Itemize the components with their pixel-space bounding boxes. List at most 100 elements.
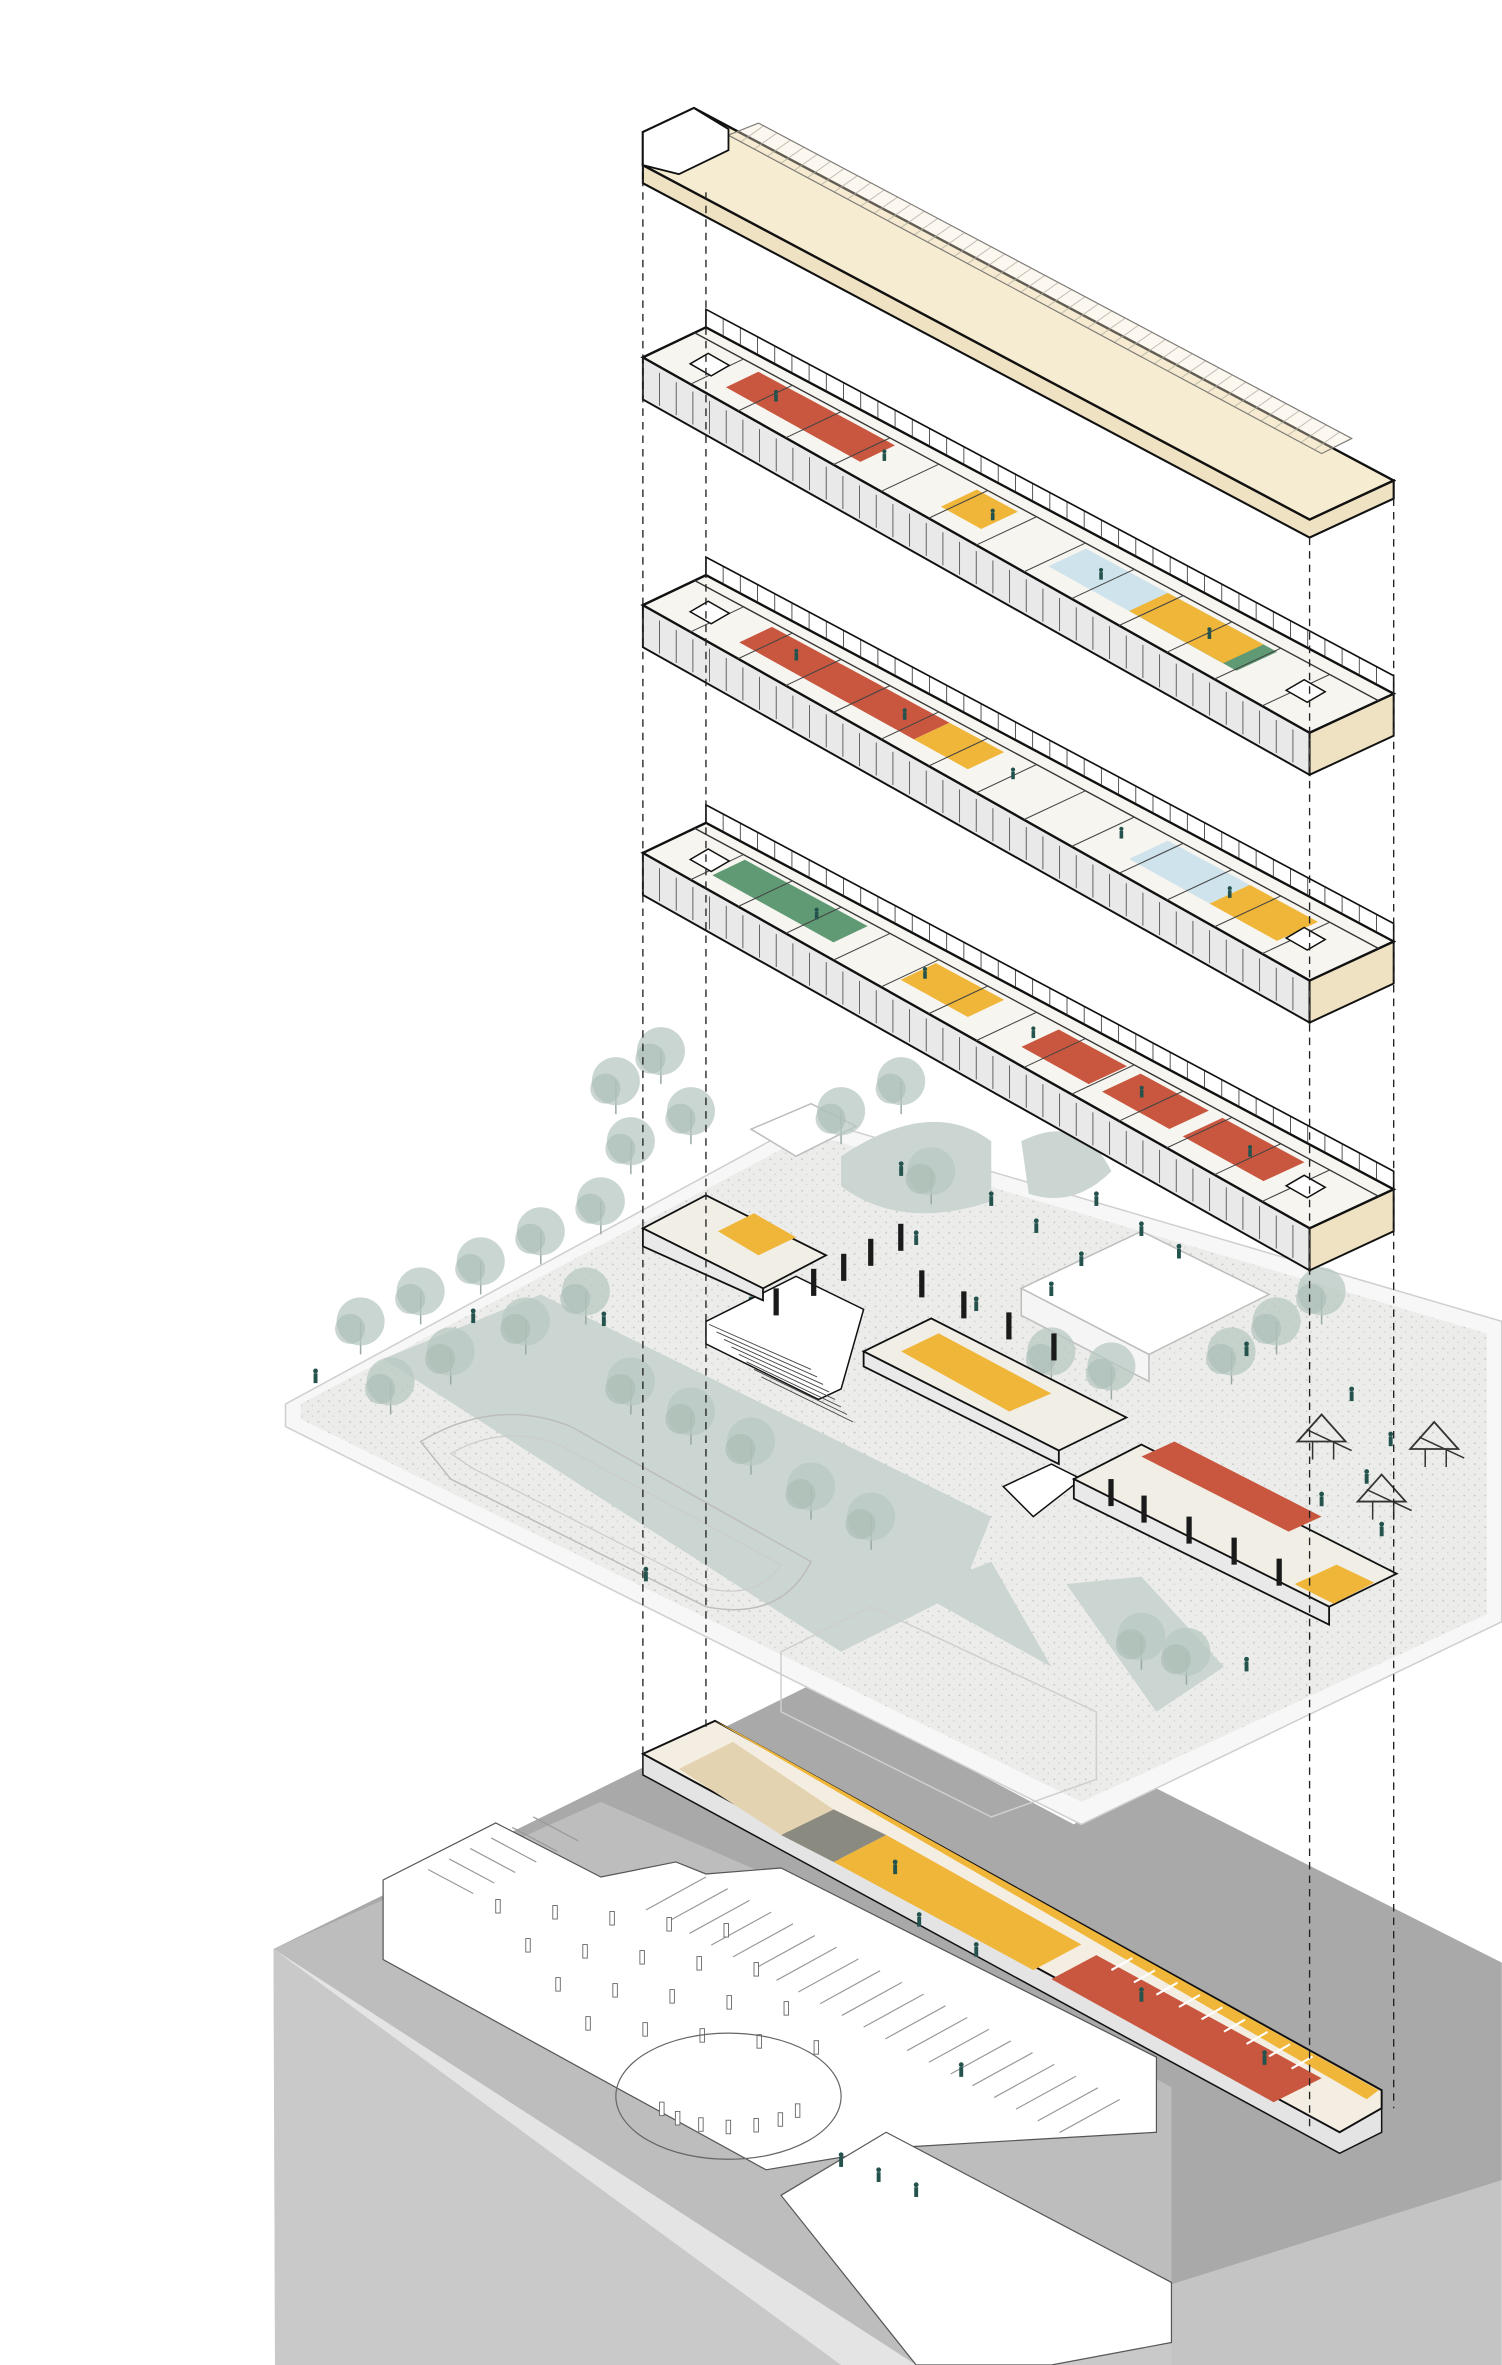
floor-2-room-5: [1209, 884, 1318, 941]
parking-bay-line: [972, 2052, 1033, 2087]
parking-column: [725, 2119, 732, 2135]
parking-column: [525, 1938, 531, 1953]
floor-2-corridor-wall: [694, 579, 1379, 950]
person-icon: [1244, 1656, 1249, 1672]
basement-layer: [273, 1684, 1502, 2365]
floor-2-layer: [640, 555, 1397, 1025]
person-icon: [913, 2182, 919, 2197]
floor-3-partition: [737, 384, 793, 412]
floor-1-room-3: [1021, 1029, 1127, 1085]
stair-icon: [1284, 1174, 1327, 1199]
floor-1-partition: [737, 880, 793, 908]
sports-field-outline: [419, 1413, 813, 1611]
tree-icon: [1205, 1327, 1256, 1385]
floor-1-room-1: [712, 859, 868, 943]
parking-column: [642, 2022, 648, 2037]
parking-column: [582, 1944, 588, 1959]
parking-bay-line: [993, 2063, 1055, 2098]
parking-bay-line: [689, 1899, 750, 1934]
person-icon: [1139, 1221, 1144, 1236]
tree-icon: [725, 1417, 776, 1475]
person-icon: [902, 708, 907, 720]
floor-3-partition: [833, 437, 891, 466]
basement-partition: [1110, 1957, 1133, 1971]
basement-yellow-strip: [714, 1720, 1379, 2100]
ground-block-mid-wall: [862, 1349, 1060, 1466]
playground-structure-icon: [1295, 1413, 1352, 1460]
parking-column: [609, 1911, 615, 1926]
parking-column: [813, 2040, 820, 2055]
floor-1-partition: [1023, 1038, 1086, 1068]
floor-1-corridor-wall: [694, 827, 1379, 1197]
floor-1-partition: [880, 959, 940, 988]
tree-icon: [560, 1267, 610, 1325]
person-icon: [313, 1368, 318, 1384]
basement-partition: [1268, 2043, 1291, 2058]
ramp-circle: [615, 2032, 842, 2160]
person-icon: [838, 2152, 844, 2167]
parking-column: [612, 1983, 618, 1998]
basement-partition: [1178, 1994, 1201, 2008]
person-icon: [794, 648, 799, 661]
column: [1108, 1479, 1114, 1507]
person-icon: [958, 2062, 964, 2077]
parking-bay-line: [469, 1847, 516, 1874]
stair-icon: [688, 352, 731, 377]
parking-bay-line: [928, 2028, 990, 2063]
floor-2-partition: [1214, 895, 1282, 928]
person-icon: [1244, 1341, 1249, 1357]
parking-bay-line: [754, 1935, 816, 1970]
parking-bay-line: [645, 1876, 707, 1911]
lawn-triangle-1: [916, 1561, 1052, 1667]
floor-3-partition: [1214, 647, 1282, 680]
stair-icon: [1284, 678, 1327, 704]
tree-icon: [455, 1237, 505, 1295]
person-icon: [973, 1296, 979, 1312]
stair-icon: [688, 600, 731, 625]
stair-step: [761, 1376, 854, 1423]
person-icon: [922, 967, 928, 979]
tree-icon: [575, 1177, 625, 1235]
ground-block-west-wall: [641, 1226, 764, 1302]
column: [1006, 1312, 1012, 1340]
ground-floor-building: [640, 1194, 1399, 1627]
tree-icon: [515, 1207, 565, 1265]
column: [1231, 1537, 1237, 1565]
parking-column: [756, 2034, 762, 2049]
floor-1-partition: [1118, 1090, 1184, 1122]
parking-column: [674, 2110, 681, 2126]
tree-icon: [905, 1147, 956, 1205]
parking-bay-line: [798, 1958, 859, 1993]
lawn-large: [383, 1294, 992, 1652]
tree-icon: [425, 1327, 475, 1385]
stair-step: [753, 1369, 848, 1415]
floor-3-partition: [928, 489, 988, 519]
floor-3-partition: [785, 411, 842, 439]
tree-icon: [1296, 1267, 1346, 1325]
ground-block-west-yellow: [717, 1213, 797, 1256]
floor-1-room-5: [1182, 1117, 1305, 1182]
column: [898, 1223, 904, 1251]
parking-column: [726, 1995, 732, 2010]
floor-3-room-3: [940, 489, 1018, 530]
parking-bay-line: [710, 1911, 772, 1946]
floor-2-partition: [1071, 816, 1135, 847]
person-icon: [988, 1191, 994, 1206]
floor-3-partition: [1071, 568, 1135, 600]
person-icon: [1227, 886, 1232, 898]
column: [1276, 1558, 1282, 1586]
person-icon: [1139, 1085, 1144, 1098]
person-icon: [1139, 1987, 1144, 2002]
person-icon: [898, 1161, 904, 1176]
floor-2-partition: [976, 764, 1037, 794]
person-icon: [601, 1311, 607, 1327]
floor-1-layer: [640, 803, 1397, 1273]
floor-2-partition: [737, 632, 793, 660]
playground-structure-icon: [1408, 1420, 1465, 1468]
person-icon: [470, 1308, 476, 1324]
parking-column: [666, 1917, 672, 1932]
person-icon: [1349, 1386, 1355, 1402]
parking-column: [639, 1950, 645, 1965]
basement-partition: [1155, 1981, 1178, 1996]
tree-icon: [335, 1297, 385, 1355]
